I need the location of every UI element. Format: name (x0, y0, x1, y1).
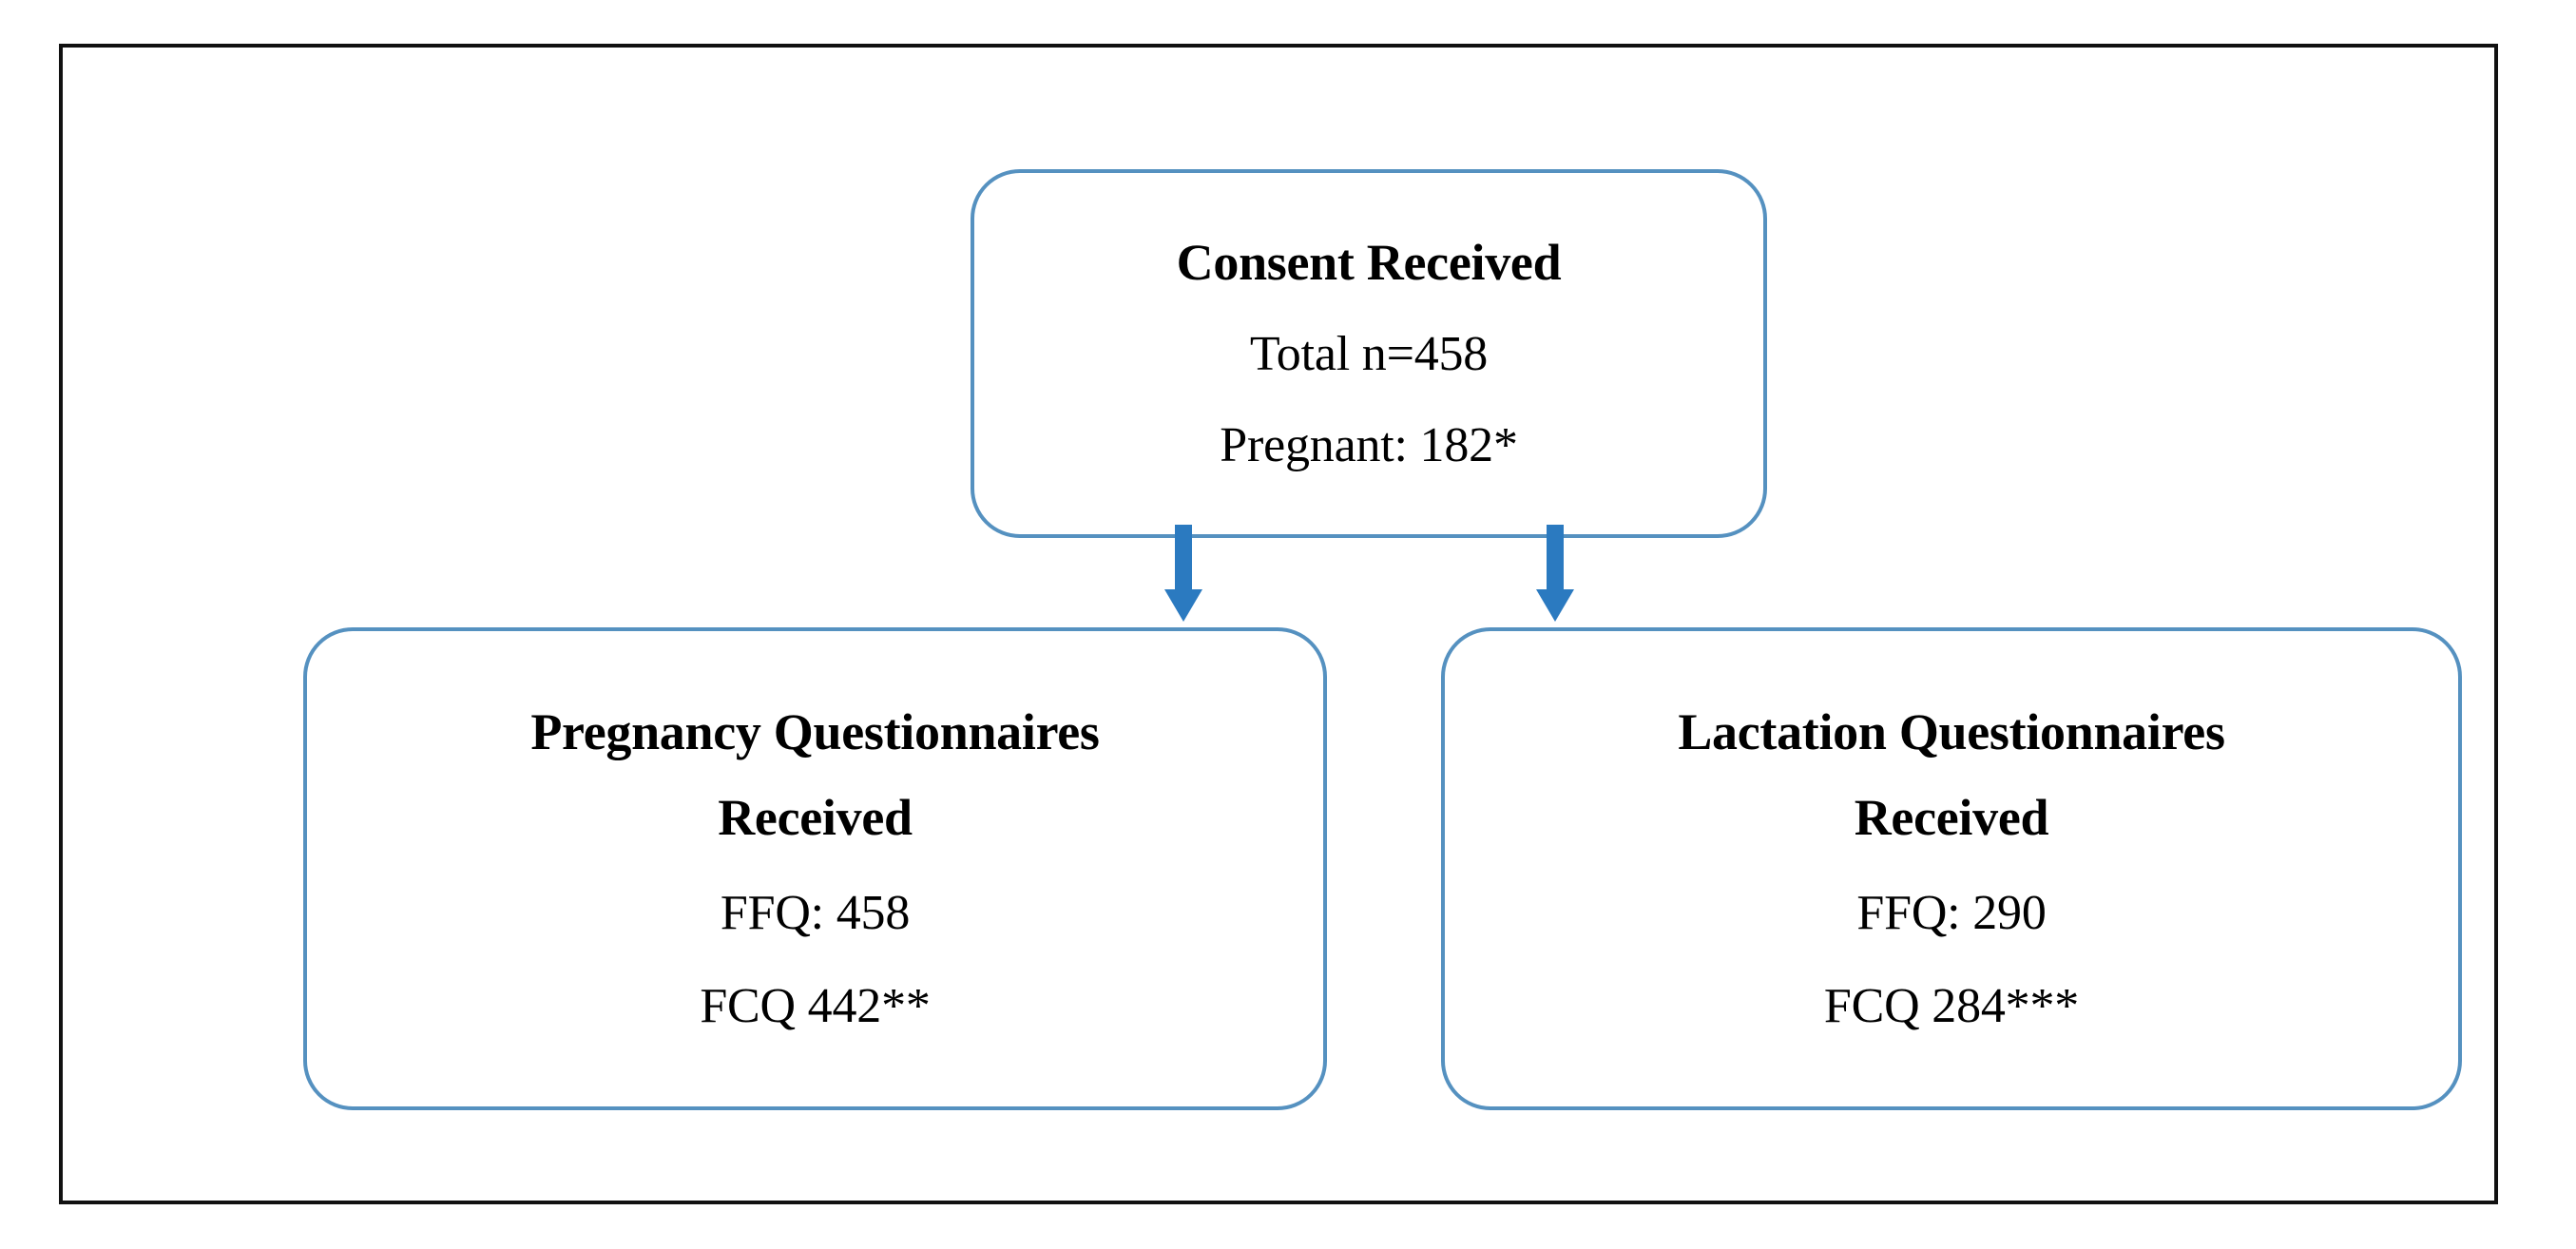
figure-outer-frame: Consent Received Total n=458 Pregnant: 1… (59, 44, 2498, 1204)
flowchart-node-consent-received: Consent Received Total n=458 Pregnant: 1… (971, 169, 1767, 538)
arrow-consent-to-pregnancy-icon (1164, 525, 1202, 622)
pregnancy-node-ffq: FFQ: 458 (720, 886, 911, 940)
consent-node-heading: Consent Received (1176, 234, 1562, 291)
lactation-node-fcq: FCQ 284*** (1823, 979, 2080, 1033)
arrow-consent-to-lactation-icon (1536, 525, 1574, 622)
pregnancy-node-fcq: FCQ 442** (700, 979, 931, 1033)
pregnancy-node-heading-line2: Received (718, 789, 913, 846)
lactation-node-heading-line2: Received (1854, 789, 2049, 846)
lactation-node-heading-line1: Lactation Questionnaires (1678, 703, 2225, 760)
consent-node-total: Total n=458 (1249, 327, 1489, 381)
consent-node-pregnant: Pregnant: 182* (1220, 418, 1518, 472)
flowchart-node-pregnancy-questionnaires: Pregnancy Questionnaires Received FFQ: 4… (303, 627, 1327, 1110)
pregnancy-node-heading-line1: Pregnancy Questionnaires (530, 703, 1100, 760)
flowchart-node-lactation-questionnaires: Lactation Questionnaires Received FFQ: 2… (1441, 627, 2462, 1110)
lactation-node-ffq: FFQ: 290 (1856, 886, 2047, 940)
